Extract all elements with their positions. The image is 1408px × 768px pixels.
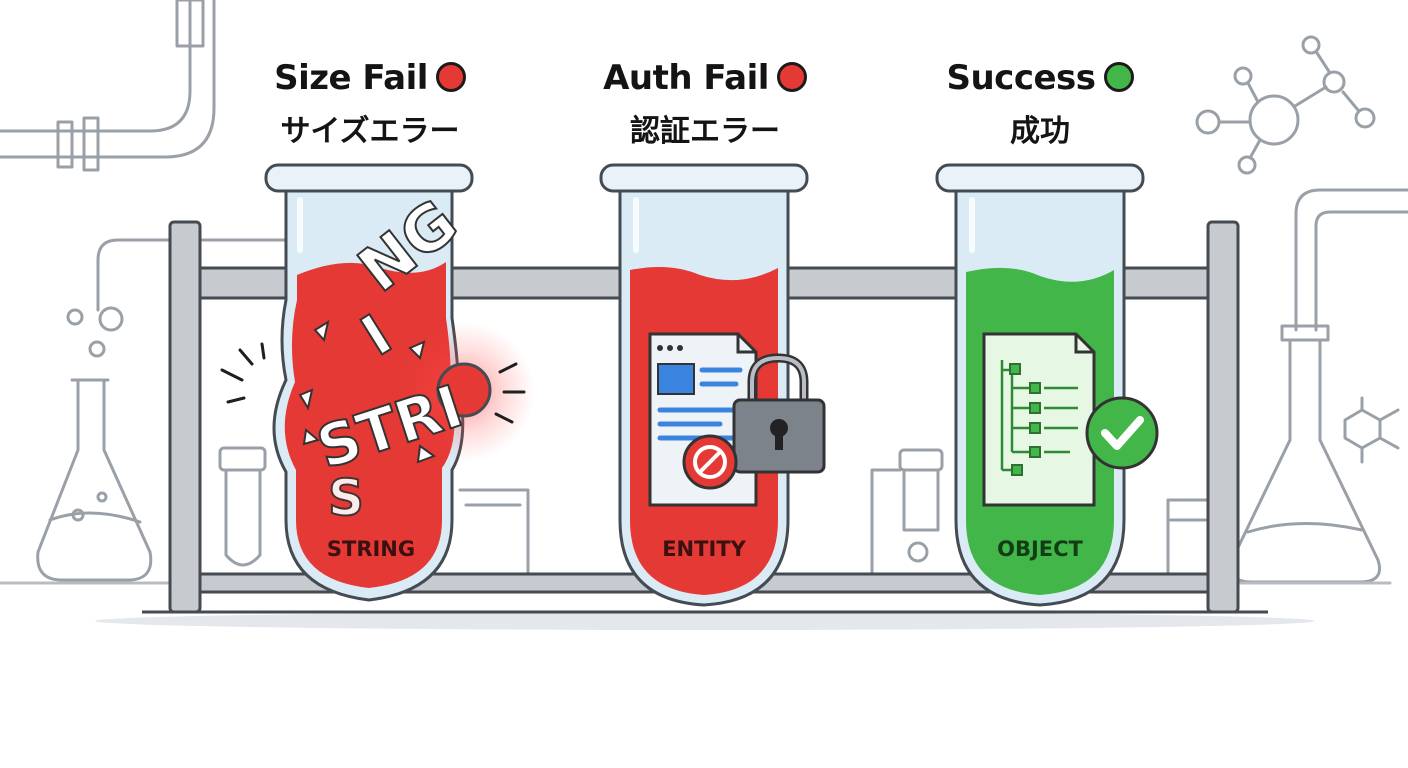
flask-icon: [36, 378, 153, 582]
tube-caption-entity: ENTITY: [662, 537, 746, 561]
status-title: Size Fail: [274, 58, 428, 98]
molecule-icon: [1195, 35, 1376, 175]
tube-size-fail: NG I STRI S: [220, 163, 535, 602]
flask-icon: [1229, 338, 1381, 584]
tube-caption-object: OBJECT: [997, 537, 1083, 561]
red-circle-icon: [435, 62, 466, 92]
green-circle-icon: [1103, 62, 1134, 92]
tree-document-check-icon: [982, 332, 1159, 507]
shard-icons: [298, 319, 437, 464]
ground-shadow: [95, 612, 1315, 630]
impact-lines-icon: [220, 342, 526, 424]
status-subtitle: 成功: [1010, 114, 1070, 149]
status-subtitle: サイズエラー: [280, 114, 460, 149]
status-title: Auth Fail: [603, 58, 769, 98]
status-subtitle: 認証エラー: [630, 114, 780, 149]
red-circle-icon: [776, 62, 807, 92]
status-title: Success: [946, 58, 1096, 98]
tube-caption-string: STRING: [326, 537, 416, 561]
tube-success: [935, 163, 1159, 607]
locked-document-icon: [648, 332, 826, 507]
label-success: Success 成功: [900, 58, 1180, 150]
pipe-icon: [0, 0, 192, 133]
svg-text:S: S: [328, 469, 364, 527]
checkmark-badge-icon: [1085, 396, 1159, 470]
liquid-fill: [284, 262, 455, 588]
label-size-fail: Size Fail サイズエラー: [230, 58, 510, 150]
tube-auth-fail: [599, 163, 826, 607]
label-auth-fail: Auth Fail 認証エラー: [565, 58, 845, 150]
burst-bubble-icon: [436, 362, 492, 418]
